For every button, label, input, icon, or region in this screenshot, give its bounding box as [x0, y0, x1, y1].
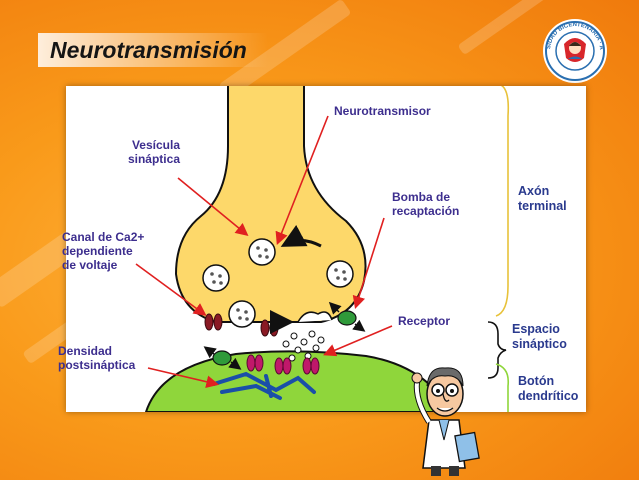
- diagram-panel: Vesícula sináptica Neurotransmisor Bomba…: [58, 86, 586, 412]
- region-boton-dendritico: Botón dendrítico: [518, 374, 579, 403]
- cartoon-doctor-illustration: [411, 367, 480, 476]
- region-axon-terminal: Axón terminal: [518, 184, 567, 213]
- region-espacio-sinaptico: Espacio sináptico: [512, 322, 567, 351]
- title-bar: [38, 33, 268, 67]
- label-vesicula-sinaptica: Vesícula sináptica: [127, 138, 180, 166]
- university-seal-logo: UNIVERSIDAD BICENTENARIA · ARAGUA: [542, 18, 607, 83]
- axon-terminal: [174, 86, 367, 323]
- label-densidad-postsinaptica: Densidad postsináptica: [58, 344, 136, 372]
- synapse-diagram: [135, 86, 510, 412]
- postsynaptic-density: [212, 371, 316, 400]
- label-neurotransmisor: Neurotransmisor: [334, 104, 431, 118]
- axon-bracket: [495, 86, 510, 317]
- synaptic-space-bracket: [487, 321, 507, 379]
- receptor: [246, 354, 320, 375]
- label-bomba-recaptacion: Bomba de recaptación: [392, 190, 460, 218]
- synaptic-vesicle: [202, 238, 354, 328]
- dendrite-bracket: [495, 363, 510, 412]
- label-receptor: Receptor: [398, 314, 451, 328]
- reuptake-pump: [212, 310, 357, 366]
- slide-title: Neurotransmisión: [50, 37, 247, 63]
- label-canal-calcio: Canal de Ca2+ dependiente de voltaje: [62, 230, 145, 272]
